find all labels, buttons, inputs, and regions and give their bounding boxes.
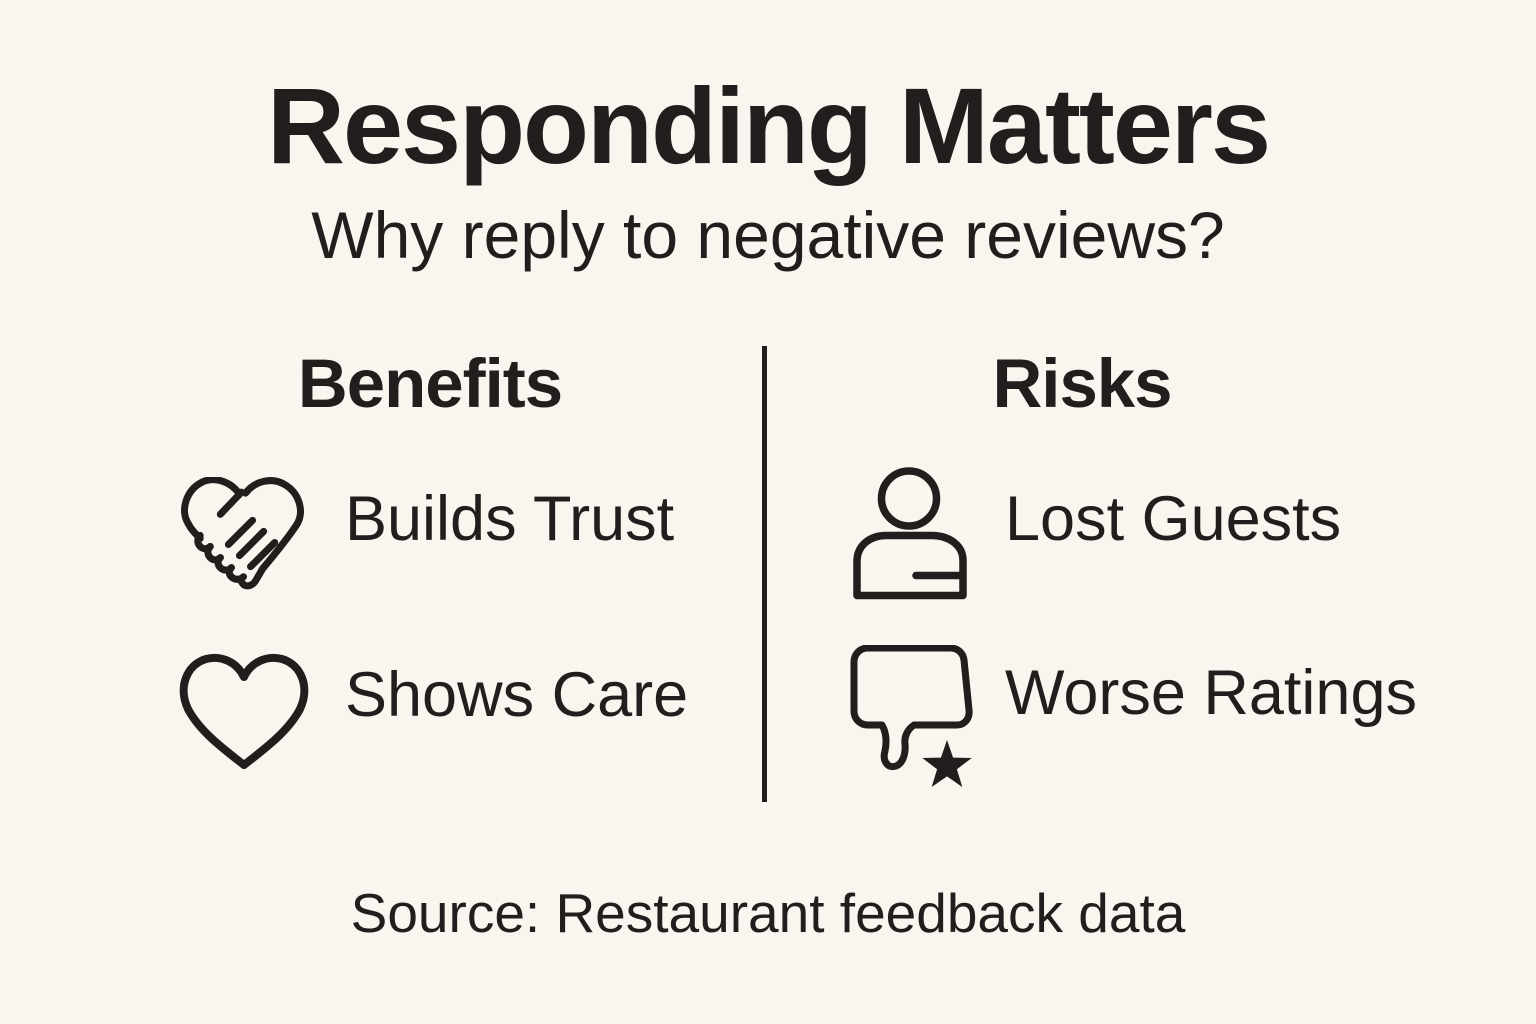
source-note: Source: Restaurant feedback data (350, 882, 1186, 944)
risks-column-header: Risks (992, 345, 1172, 422)
person-icon (852, 467, 968, 600)
handshake-heart-icon (175, 477, 313, 608)
benefits-column-header: Benefits (297, 345, 563, 422)
risk-label-lost-guests: Lost Guests (1005, 484, 1342, 554)
column-divider-line (762, 346, 767, 802)
page-title: Responding Matters (266, 65, 1271, 186)
benefit-label-builds-trust: Builds Trust (345, 484, 675, 554)
thumbs-down-star-icon (850, 645, 976, 795)
heart-icon (173, 649, 315, 775)
risk-label-worse-ratings: Worse Ratings (1005, 658, 1417, 728)
page-subtitle: Why reply to negative reviews? (311, 198, 1225, 272)
benefit-label-shows-care: Shows Care (345, 660, 689, 730)
